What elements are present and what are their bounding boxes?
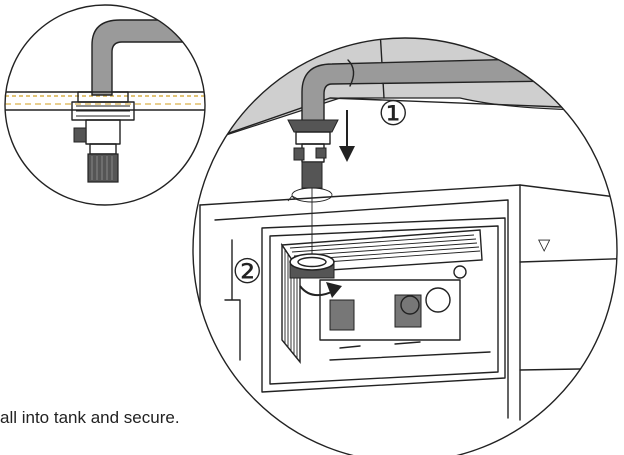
detail-inset: [4, 4, 206, 206]
step-1-label: ①: [378, 94, 408, 134]
angle-valve: [287, 119, 339, 189]
rotate-indicator-lower: [299, 282, 342, 298]
fill-valve-inlet: [289, 253, 335, 279]
instruction-caption: all into tank and secure.: [0, 408, 180, 427]
step-2-label: ②: [232, 252, 262, 292]
rotate-indicator-upper: [287, 187, 333, 203]
insert-arrow: [339, 110, 355, 162]
level-marker-icon: ▽: [538, 235, 551, 254]
inset-angle-valve: [71, 91, 135, 183]
